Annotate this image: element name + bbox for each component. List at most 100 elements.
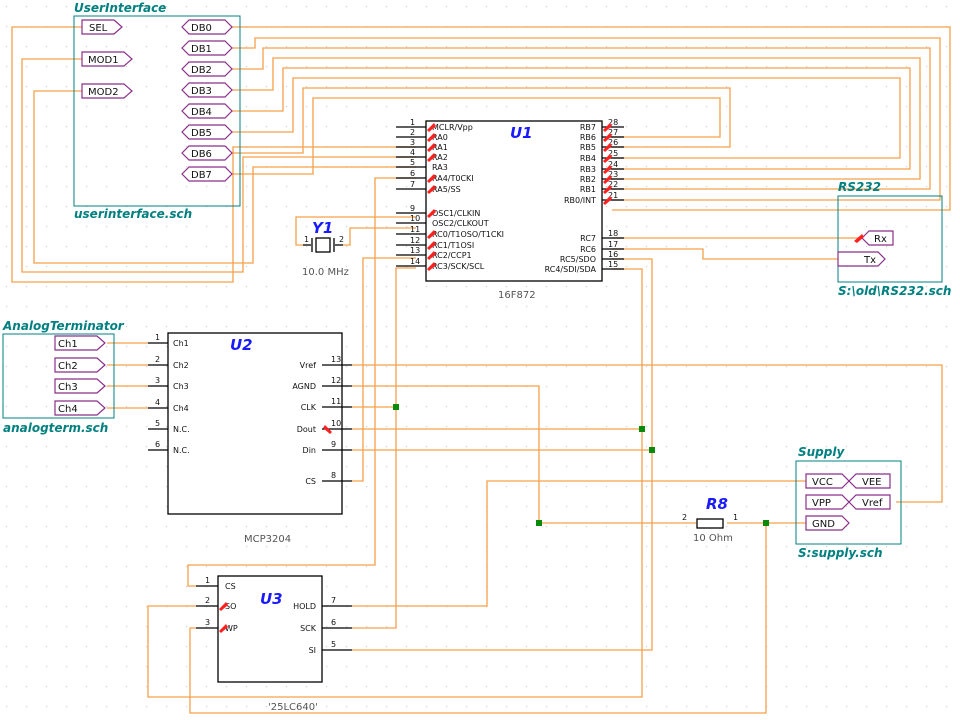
wire-mod1[interactable] bbox=[21, 58, 416, 273]
pin-wp[interactable]: 3WP bbox=[196, 618, 238, 633]
sheet-symbol-box[interactable] bbox=[795, 460, 902, 545]
wire-db1[interactable] bbox=[232, 37, 941, 201]
u1-body[interactable] bbox=[425, 120, 603, 282]
port-mod1[interactable]: MOD1 bbox=[81, 51, 133, 67]
pin-n-c-[interactable]: 6N.C. bbox=[148, 440, 190, 455]
port-vref[interactable]: Vref bbox=[848, 494, 891, 510]
wire-sdo-si[interactable] bbox=[352, 450, 653, 651]
port-sel[interactable]: SEL bbox=[81, 19, 123, 35]
port-gnd[interactable]: GND bbox=[805, 515, 850, 531]
port-db3[interactable]: DB3 bbox=[181, 82, 233, 98]
wire-sel[interactable] bbox=[11, 26, 416, 283]
component-u1[interactable]: U1 16F872 1MCLR/Vpp2RA03RA14RA25RA36RA4/… bbox=[396, 118, 624, 301]
wire-mod2[interactable] bbox=[33, 90, 416, 264]
wire-adc-cs[interactable] bbox=[352, 257, 416, 482]
port-vcc[interactable]: VCC bbox=[805, 473, 850, 489]
pin-cs[interactable]: 1CS bbox=[196, 576, 236, 591]
wire-hold[interactable] bbox=[352, 480, 806, 607]
u3-body[interactable] bbox=[217, 575, 323, 683]
sheet-symbol-box[interactable] bbox=[2, 333, 115, 419]
pin-si[interactable]: 5SI bbox=[309, 640, 352, 655]
port-db2[interactable]: DB2 bbox=[181, 61, 233, 77]
port-db4[interactable]: DB4 bbox=[181, 103, 233, 119]
port-tx[interactable]: Tx bbox=[837, 251, 886, 267]
wire-wp[interactable] bbox=[189, 523, 767, 714]
wire-vref[interactable] bbox=[352, 364, 943, 503]
port-vpp[interactable]: VPP bbox=[805, 494, 850, 510]
wire-db2[interactable] bbox=[232, 47, 931, 190]
sheet-rs232[interactable]: RS232 S:\old\RS232.sch Rx Tx bbox=[837, 180, 951, 298]
port-ch4[interactable]: Ch4 bbox=[54, 400, 106, 416]
port-rx[interactable]: Rx bbox=[861, 230, 894, 246]
wire-db4[interactable] bbox=[232, 67, 911, 170]
sheet-symbol-box[interactable] bbox=[837, 195, 943, 283]
wire-sdi-so[interactable] bbox=[147, 429, 643, 698]
sheet-userinterface[interactable]: UserInterface userinterface.sch SEL MOD1… bbox=[73, 1, 241, 221]
pin-cs[interactable]: 8CS bbox=[305, 471, 352, 486]
port-db0[interactable]: DB0 bbox=[181, 19, 233, 35]
u2-body[interactable] bbox=[167, 332, 343, 515]
wire-osc1[interactable] bbox=[295, 216, 416, 246]
pin-so[interactable]: 2SO bbox=[196, 596, 236, 611]
port-ch1[interactable]: Ch1 bbox=[54, 335, 106, 351]
wire-agnd[interactable] bbox=[352, 385, 696, 524]
component-r8[interactable]: R8 2 1 10 Ohm bbox=[682, 495, 738, 544]
port-db5[interactable]: DB5 bbox=[181, 124, 233, 140]
component-y1[interactable]: Y1 1 2 10.0 MHz bbox=[302, 219, 349, 278]
port-ch3[interactable]: Ch3 bbox=[54, 378, 106, 394]
port-vee[interactable]: VEE bbox=[848, 473, 891, 489]
sheet-symbol-box[interactable] bbox=[73, 15, 241, 207]
wire-sck-eeprom[interactable] bbox=[352, 407, 397, 629]
wire-sck-adc[interactable] bbox=[352, 267, 416, 408]
port-mod2[interactable]: MOD2 bbox=[81, 83, 133, 99]
port-db7[interactable]: DB7 bbox=[181, 166, 233, 182]
sheet-analogterminator[interactable]: AnalogTerminator analogterm.sch Ch1 Ch2 … bbox=[2, 319, 125, 435]
wire-osc2[interactable] bbox=[343, 227, 416, 246]
wire-db5[interactable] bbox=[232, 77, 901, 159]
port-ch2[interactable]: Ch2 bbox=[54, 357, 106, 373]
wire-db3[interactable] bbox=[232, 57, 921, 180]
wire-tx[interactable] bbox=[612, 248, 838, 260]
pin-n-c-[interactable]: 5N.C. bbox=[148, 419, 190, 434]
wire-eeprom-cs[interactable] bbox=[187, 177, 416, 587]
port-db1[interactable]: DB1 bbox=[181, 40, 233, 56]
wire-db6[interactable] bbox=[232, 87, 731, 154]
wire-sdo-din[interactable] bbox=[352, 258, 653, 451]
sheet-supply[interactable]: Supply S:supply.sch VCC VPP GND VEE Vref bbox=[795, 445, 902, 560]
wire-db0[interactable] bbox=[232, 26, 951, 211]
